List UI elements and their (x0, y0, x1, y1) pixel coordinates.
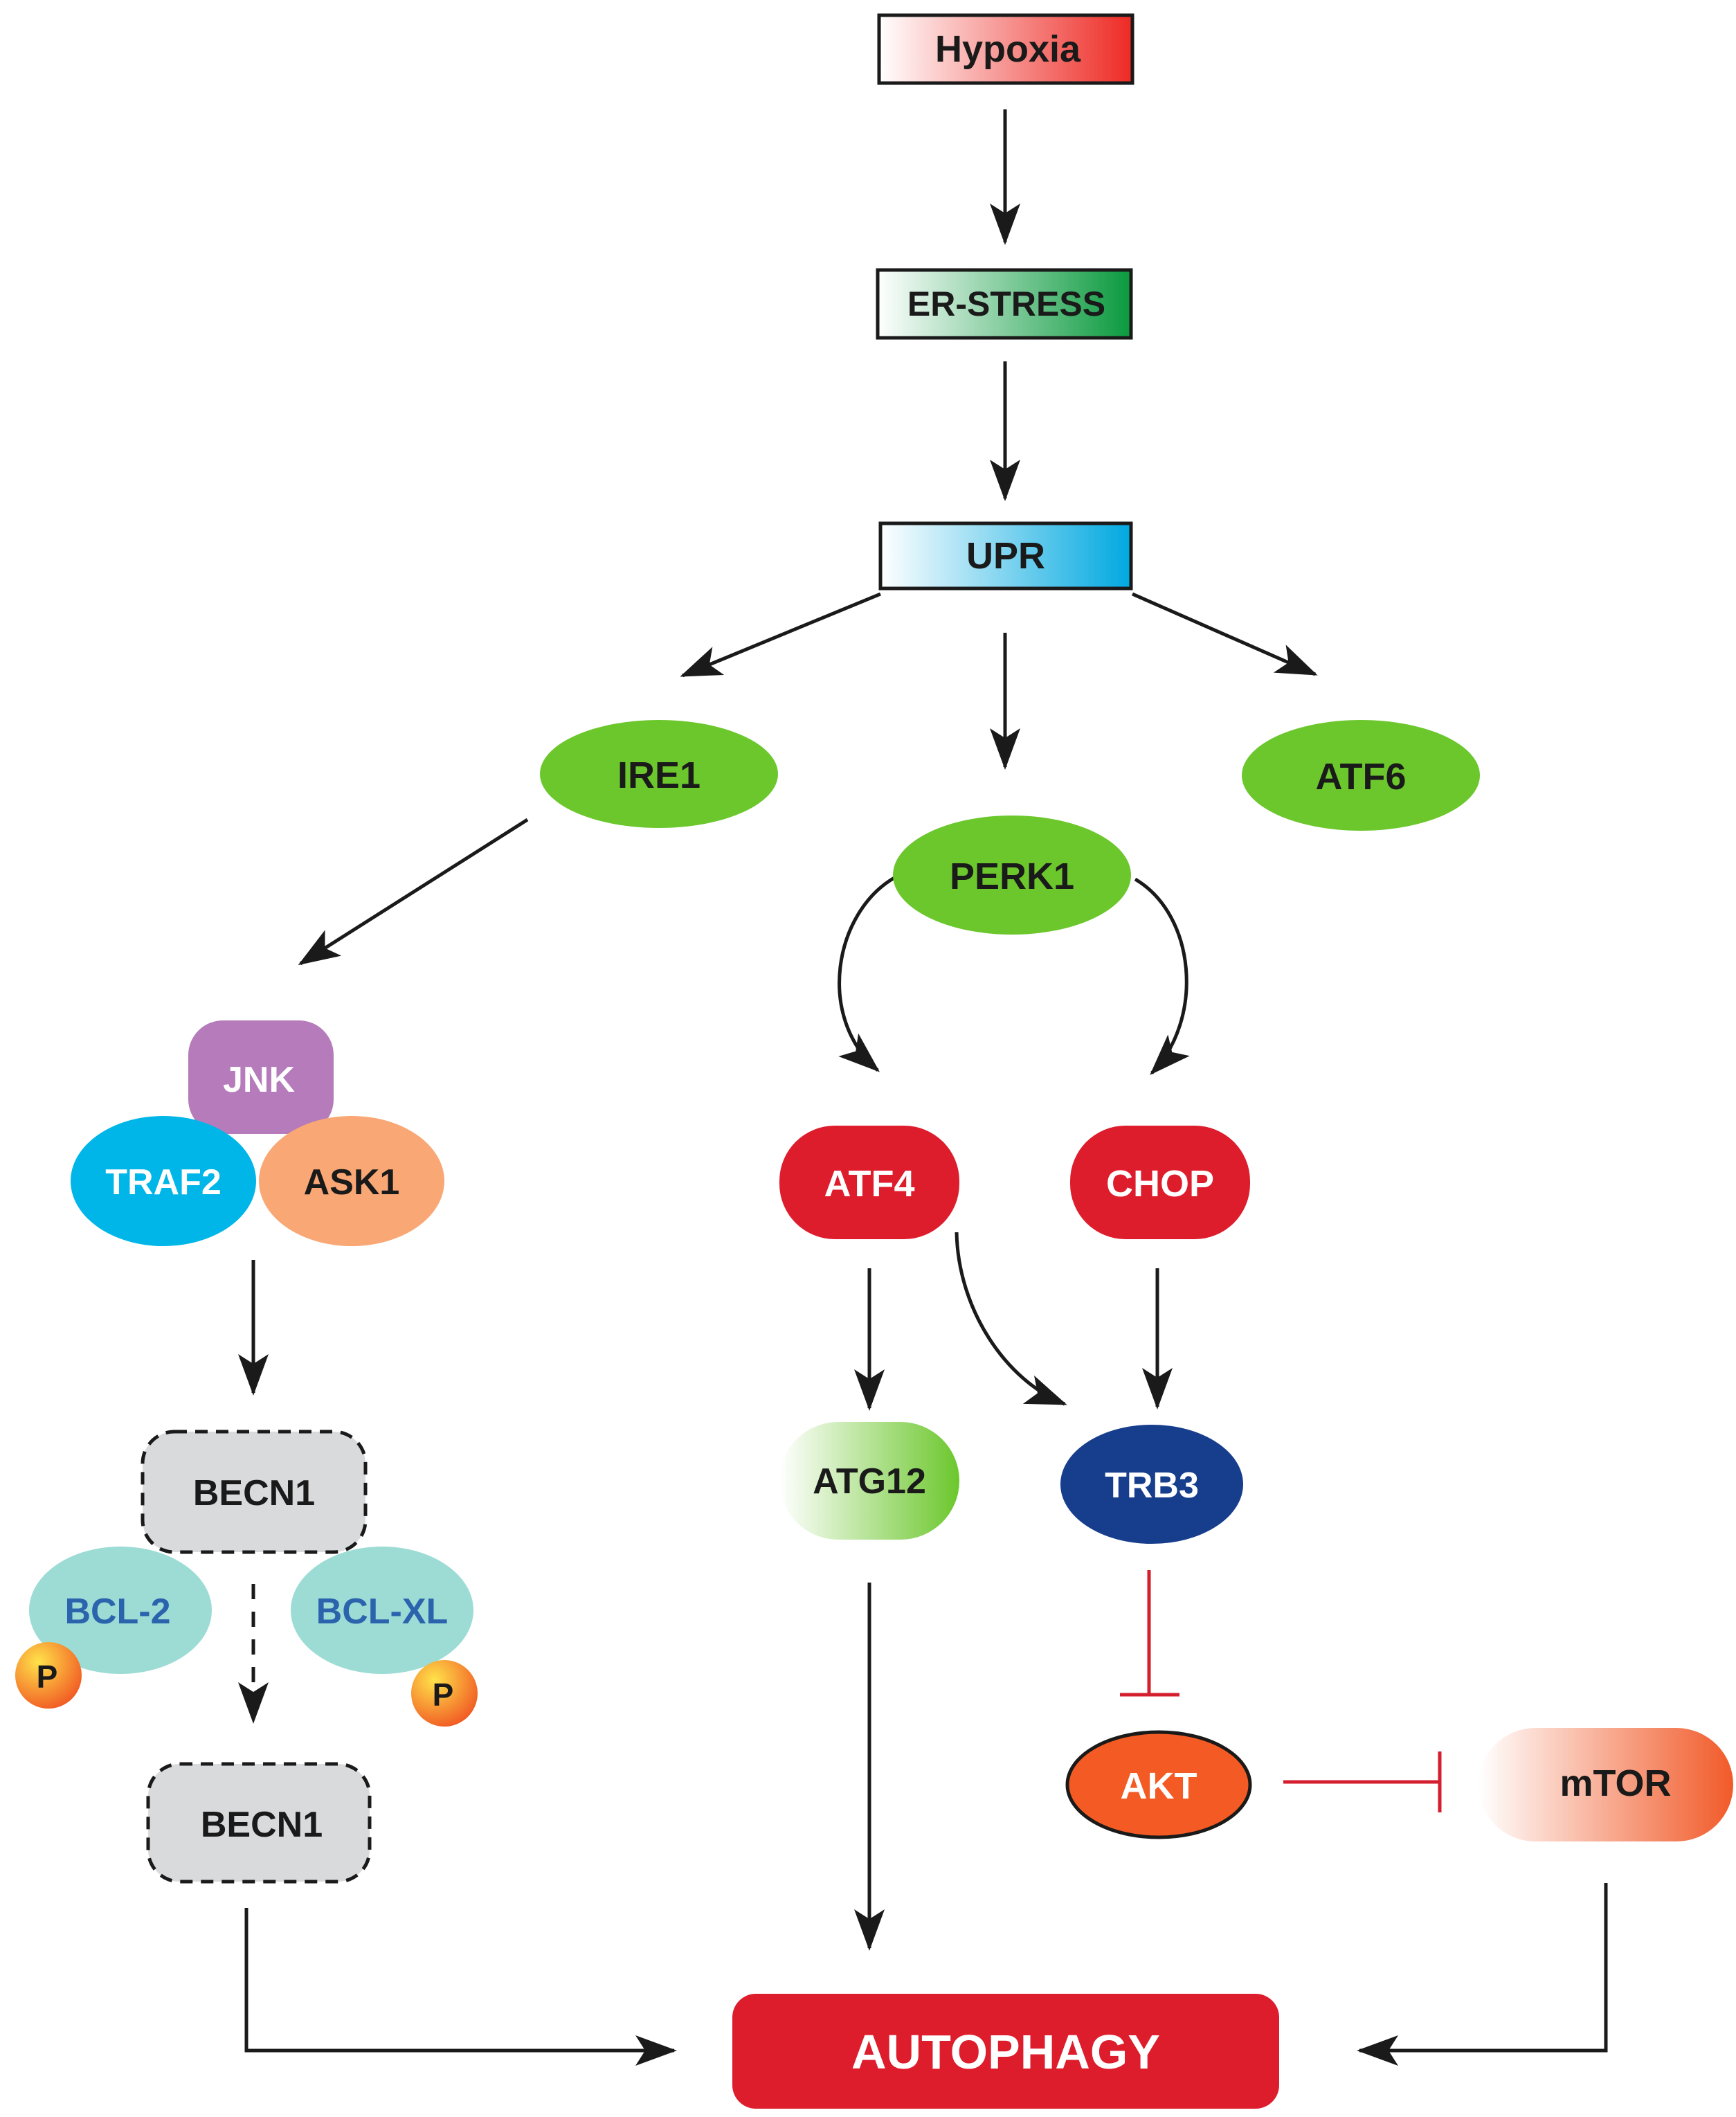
node-atf4-label: ATF4 (824, 1163, 915, 1205)
node-perk1-label: PERK1 (950, 856, 1074, 897)
node-ask1[interactable]: ASK1 (259, 1116, 444, 1246)
node-atf4[interactable]: ATF4 (779, 1126, 959, 1239)
node-becn1-bottom-label: BECN1 (201, 1805, 323, 1845)
node-jnk-label: JNK (223, 1060, 295, 1100)
node-er-stress-label: ER-STRESS (907, 285, 1105, 323)
node-atf6-label: ATF6 (1316, 756, 1407, 798)
jnk-traf2-ask1-complex: JNK TRAF2 ASK1 (71, 1020, 444, 1246)
arrow-upr-to-ire1 (680, 592, 881, 678)
node-bclxl[interactable]: BCL-XL (291, 1547, 473, 1674)
node-becn1-top[interactable]: BECN1 (141, 1430, 368, 1554)
arrow-ire1-to-jnk-complex (298, 818, 529, 966)
node-atg12[interactable]: ATG12 (779, 1422, 959, 1540)
phospho-badge-left-label: P (37, 1659, 58, 1695)
node-atg12-label: ATG12 (813, 1461, 926, 1502)
node-hypoxia-label: Hypoxia (935, 28, 1081, 70)
phospho-badge-right-label: P (433, 1677, 454, 1713)
node-er-stress[interactable]: ER-STRESS (876, 268, 1133, 340)
node-becn1-top-label: BECN1 (193, 1473, 315, 1513)
node-bcl2[interactable]: BCL-2 (29, 1547, 212, 1674)
node-chop[interactable]: CHOP (1070, 1126, 1250, 1239)
connectors (238, 109, 1608, 2066)
node-becn1-bottom[interactable]: BECN1 (146, 1762, 372, 1884)
node-akt[interactable]: AKT (1065, 1730, 1252, 1839)
arrow-perk1-to-atf4 (838, 876, 896, 1072)
inhibit-trb3-to-akt (1120, 1570, 1179, 1697)
node-mtor-label: mTOR (1559, 1763, 1671, 1804)
phospho-badge-left: P (15, 1642, 82, 1709)
arrow-becn1-to-autophagy (244, 1908, 677, 2066)
arrow-perk1-to-chop (1134, 877, 1190, 1075)
node-ire1-label: IRE1 (617, 755, 700, 796)
phospho-badge-right: P (411, 1660, 478, 1727)
node-traf2-label: TRAF2 (105, 1162, 221, 1202)
node-mtor[interactable]: mTOR (1479, 1728, 1733, 1841)
node-jnk[interactable]: JNK (188, 1020, 334, 1134)
node-traf2[interactable]: TRAF2 (71, 1116, 256, 1246)
node-ire1[interactable]: IRE1 (540, 720, 778, 828)
node-autophagy[interactable]: AUTOPHAGY (732, 1994, 1279, 2109)
arrow-atf4-to-trb3 (955, 1232, 1067, 1406)
inhibition-connectors (1120, 1570, 1442, 1812)
arrow-mtor-to-autophagy (1357, 1883, 1608, 2066)
node-bclxl-label: BCL-XL (316, 1592, 449, 1632)
node-chop-label: CHOP (1106, 1163, 1214, 1205)
arrow-upr-to-atf6 (1131, 592, 1318, 676)
node-trb3-label: TRB3 (1105, 1466, 1199, 1506)
node-hypoxia[interactable]: Hypoxia (877, 13, 1134, 85)
node-trb3[interactable]: TRB3 (1060, 1425, 1243, 1544)
node-perk1[interactable]: PERK1 (893, 816, 1131, 935)
node-upr-label: UPR (966, 535, 1045, 577)
node-upr[interactable]: UPR (878, 521, 1133, 591)
node-bcl2-label: BCL-2 (64, 1592, 170, 1632)
inhibit-akt-to-mtor (1283, 1751, 1442, 1812)
node-autophagy-label: AUTOPHAGY (851, 2025, 1160, 2079)
node-akt-label: AKT (1121, 1765, 1197, 1807)
node-atf6[interactable]: ATF6 (1242, 720, 1480, 831)
node-ask1-label: ASK1 (304, 1162, 400, 1202)
